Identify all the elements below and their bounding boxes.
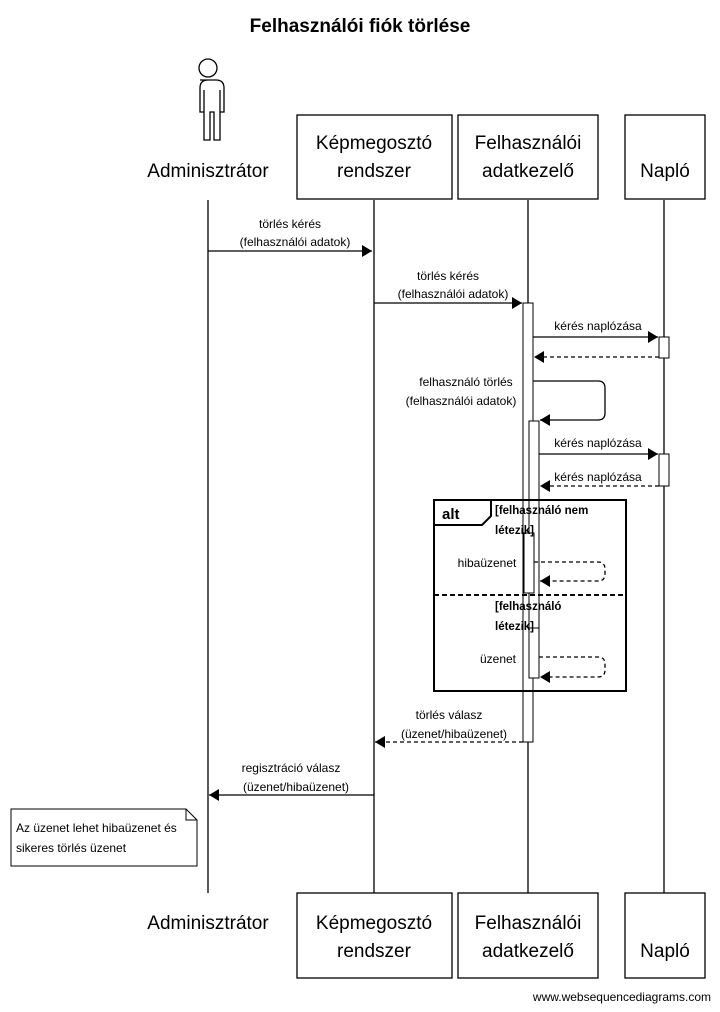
alt-condition-2-line2: létezik] xyxy=(495,621,534,633)
message-11-label-line2: (üzenet/hibaüzenet) xyxy=(243,780,349,794)
activation-naplo-1 xyxy=(658,336,670,359)
participant-box-naplo-top xyxy=(624,114,706,200)
message-9-label: üzenet xyxy=(480,652,517,666)
message-10-label-line2: (üzenet/hibaüzenet) xyxy=(401,727,507,741)
participant-box-adat-top xyxy=(457,114,599,200)
alt-condition-2-line1: [felhasználó xyxy=(495,601,561,613)
message-5-label-line2: (felhasználói adatok) xyxy=(406,394,517,408)
participant-box-naplo-bottom xyxy=(624,892,706,979)
message-3-label: kérés naplózása xyxy=(554,319,642,333)
message-8-arrow xyxy=(534,561,606,587)
message-5-label-line1: felhasználó törlés xyxy=(419,375,512,389)
note-line2: sikeres törlés üzenet xyxy=(16,841,127,855)
activation-adat-alt1 xyxy=(523,532,535,594)
participant-admin-bottom: Adminisztrátor xyxy=(147,913,269,934)
participant-kep-bottom-line2: rendszer xyxy=(337,941,412,962)
note-box xyxy=(10,808,198,867)
message-11-label-line1: regisztráció válasz xyxy=(242,761,341,775)
message-10-label-line1: törlés válasz xyxy=(416,708,483,722)
alt-condition-1-line2: létezik] xyxy=(495,525,534,537)
message-2-label-line2: (felhasználói adatok) xyxy=(398,287,509,301)
alt-tag-box xyxy=(433,499,492,526)
participant-box-adat-bottom xyxy=(457,892,599,979)
message-8-label: hibaüzenet xyxy=(458,556,517,570)
footer-watermark: www.websequencediagrams.com xyxy=(532,990,711,1004)
alt-condition-1-line1: [felhasználó nem xyxy=(495,505,588,517)
alt-tag-label: alt xyxy=(442,506,460,523)
message-1-label-line2: (felhasználói adatok) xyxy=(240,235,351,249)
participant-kep-bottom-line1: Képmegosztó xyxy=(316,913,432,934)
participant-adat-bottom-line1: Felhasználói xyxy=(475,913,582,934)
diagram-title: Felhasználói fiók törlése xyxy=(250,16,471,37)
participant-box-kep-bottom xyxy=(296,892,453,979)
participant-naplo-bottom: Napló xyxy=(640,941,690,962)
message-5-arrow xyxy=(533,380,606,426)
participant-naplo-top: Napló xyxy=(640,161,690,182)
participant-admin-top: Adminisztrátor xyxy=(147,161,269,182)
participant-kep-top-line2: rendszer xyxy=(337,161,412,182)
activation-adat-alt2 xyxy=(528,627,540,679)
activation-naplo-2 xyxy=(658,453,670,487)
participant-adat-top-line1: Felhasználói xyxy=(475,133,582,154)
message-7-label: kérés naplózása xyxy=(554,470,642,484)
actor-icon xyxy=(198,58,225,141)
note-fold xyxy=(185,809,197,821)
message-2-label-line1: törlés kérés xyxy=(417,269,479,283)
message-6-label: kérés naplózása xyxy=(554,436,642,450)
participant-adat-top-line2: adatkezelő xyxy=(482,161,574,182)
participant-adat-bottom-line2: adatkezelő xyxy=(482,941,574,962)
note-line1: Az üzenet lehet hibaüzenet és xyxy=(16,821,177,835)
participant-box-kep-top xyxy=(296,114,453,200)
message-9-arrow xyxy=(539,656,606,683)
participant-kep-top-line1: Képmegosztó xyxy=(316,133,432,154)
message-1-label-line1: törlés kérés xyxy=(259,217,321,231)
